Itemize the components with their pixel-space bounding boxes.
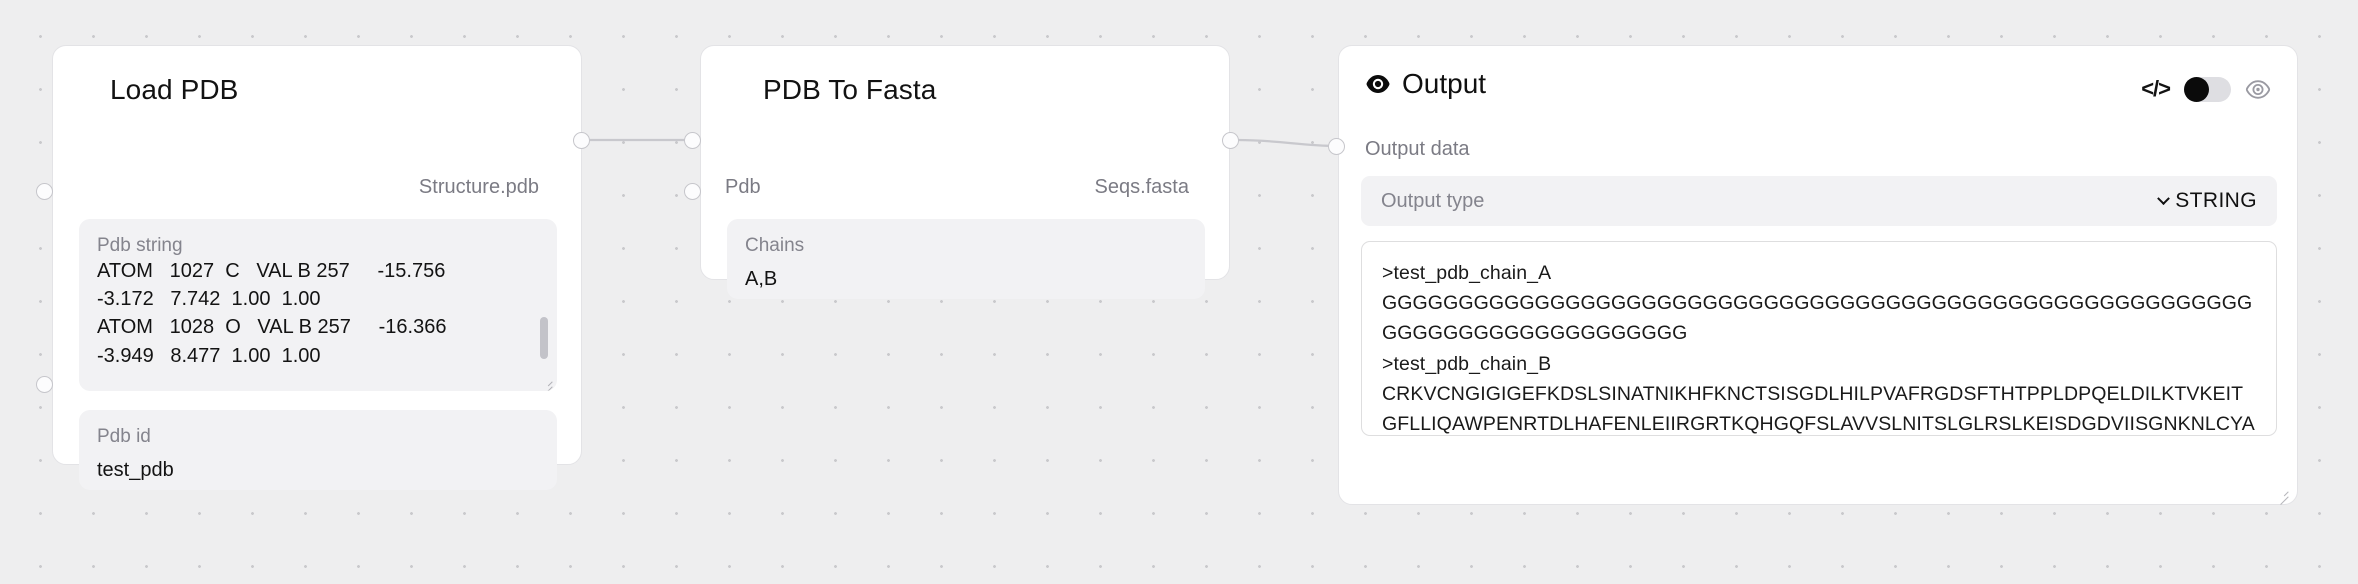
port-out-seqs-fasta[interactable] [1222, 132, 1239, 149]
port-label-seqs-fasta: Seqs.fasta [1094, 176, 1189, 198]
output-resize-handle[interactable] [2277, 486, 2289, 498]
field-label-pdb-string: Pdb string [97, 235, 183, 256]
port-out-structure-pdb[interactable] [573, 132, 590, 149]
port-in-pdb-string[interactable] [36, 183, 53, 200]
output-title: Output [1402, 68, 1487, 99]
output-type-value-text: STRING [2175, 189, 2257, 212]
textarea-resize-handle[interactable] [541, 376, 553, 388]
eye-outline-icon[interactable] [2245, 79, 2271, 99]
field-label-pdb-id: Pdb id [97, 426, 151, 447]
port-label-structure-pdb: Structure.pdb [418, 176, 539, 198]
field-value-pdb-id: test_pdb [97, 458, 174, 481]
chevron-down-icon [2157, 191, 2171, 205]
node-pdb-to-fasta[interactable]: PDB To Fasta Pdb Seqs.fasta Chains A,B [700, 45, 1230, 299]
node-load-pdb[interactable]: Load PDB Structure.pdb Pdb string ATOM 1… [52, 45, 582, 490]
port-in-output-data[interactable] [1328, 138, 1345, 155]
field-chains[interactable]: Chains A,B [727, 219, 1205, 299]
eye-icon [1366, 75, 1390, 93]
field-value-chains: A,B [745, 267, 778, 290]
port-in-pdb[interactable] [684, 132, 701, 149]
field-pdb-id[interactable]: Pdb id test_pdb [79, 410, 557, 490]
node-title: Load PDB [110, 74, 239, 105]
output-controls[interactable]: </> [2141, 76, 2271, 102]
textarea-scrollbar[interactable] [540, 317, 548, 359]
field-value-pdb-string: ATOM 1027 C VAL B 257 -15.756 -3.172 7.7… [97, 259, 447, 367]
field-pdb-string[interactable]: Pdb string ATOM 1027 C VAL B 257 -15.756… [79, 219, 557, 391]
field-label-chains: Chains [745, 235, 805, 256]
port-label-pdb: Pdb [725, 176, 761, 198]
port-in-chains[interactable] [684, 183, 701, 200]
node-title: PDB To Fasta [763, 74, 937, 105]
port-label-output-data: Output data [1365, 138, 1470, 160]
code-icon[interactable]: </> [2141, 76, 2171, 101]
output-type-label: Output type [1381, 189, 1485, 212]
output-content-box[interactable]: >test_pdb_chain_A GGGGGGGGGGGGGGGGGGGGGG… [1361, 241, 2277, 436]
toggle-knob [2184, 76, 2209, 102]
output-type-value[interactable]: STRING [2157, 189, 2257, 213]
output-type-select[interactable]: Output type STRING [1361, 176, 2277, 226]
output-content-text: >test_pdb_chain_A GGGGGGGGGGGGGGGGGGGGGG… [1382, 262, 2255, 436]
node-output[interactable]: Output </> Output data Output type STRIN… [1338, 45, 2298, 505]
output-header: Output [1365, 68, 1486, 100]
port-in-pdb-id[interactable] [36, 376, 53, 393]
output-toggle[interactable] [2184, 76, 2231, 102]
